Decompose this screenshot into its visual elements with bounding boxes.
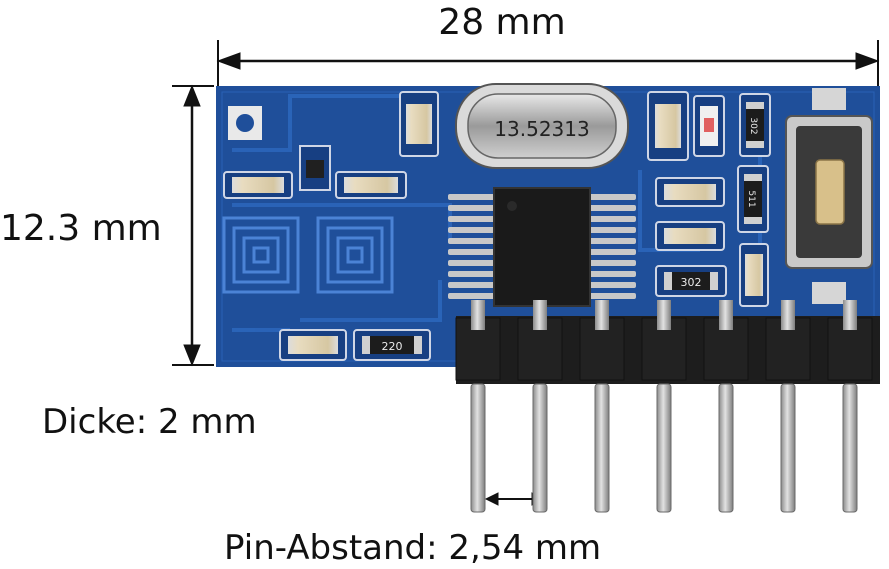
pin-header (455, 300, 880, 513)
thickness-label: Dicke: 2 mm (42, 402, 257, 442)
header-pin-top (843, 300, 857, 330)
crystal-marking: 13.52313 (494, 117, 589, 141)
ic-pin-left (448, 238, 496, 244)
header-pin-top (471, 300, 485, 330)
ic-pin-right (588, 293, 636, 299)
width-arrow-right-head (855, 52, 880, 70)
resistor-220-label: 220 (382, 340, 403, 353)
pitch-arrow-left-head (484, 492, 499, 506)
antenna-coil-left (222, 216, 300, 294)
header-pin-top (595, 300, 609, 330)
smd-cap-right-4 (739, 243, 769, 307)
ic-pin-left (448, 249, 496, 255)
tactile-button (785, 88, 873, 304)
header-pins (455, 300, 873, 513)
ic-pin-left (448, 216, 496, 222)
height-arrow-top-head (183, 84, 201, 107)
header-pin-leg (718, 383, 734, 513)
crystal-oscillator: 13.52313 (455, 83, 629, 169)
ic-pin-right (588, 282, 636, 288)
ic-pin-left (448, 227, 496, 233)
ic-pin-right (588, 271, 636, 277)
smd-cap-right-2 (655, 177, 725, 207)
height-dimension-label: 12.3 mm (0, 208, 162, 249)
ic-pin-right (588, 249, 636, 255)
ic-pin-right (588, 260, 636, 266)
ic-pin-left (448, 271, 496, 277)
smd-cap-left-1 (223, 171, 293, 199)
ic-pin-right (588, 205, 636, 211)
header-pin-leg (532, 383, 548, 513)
ic-pin-left (448, 282, 496, 288)
smd-cap-right-1 (647, 91, 689, 161)
resistor-220: 220 (353, 329, 431, 361)
ic-pin-left (448, 293, 496, 299)
smd-cap-right-3 (655, 221, 725, 251)
resistor-302-bottom: 302 (655, 265, 727, 297)
ic-pin-right (588, 238, 636, 244)
width-dimension-label: 28 mm (438, 2, 566, 43)
header-pin-top (781, 300, 795, 330)
width-arrow-left-head (216, 52, 241, 70)
resistor-302-top: 302 (739, 93, 771, 157)
ic-pins-left (448, 194, 496, 299)
header-pin-leg (470, 383, 486, 513)
header-pin-leg (594, 383, 610, 513)
header-pin-leg (842, 383, 858, 513)
ic-pins-right (588, 194, 636, 299)
transistor (299, 145, 331, 191)
header-pin-top (719, 300, 733, 330)
smd-cap-top (399, 91, 439, 157)
ic-pin-left (448, 205, 496, 211)
ic-pin-right (588, 216, 636, 222)
smd-cap-bottom-left (279, 329, 347, 361)
ic-pin-right (588, 194, 636, 200)
mounting-hole (236, 114, 254, 132)
ic-pin1-dot (507, 201, 517, 211)
ic-pin-right (588, 227, 636, 233)
header-pin-leg (656, 383, 672, 513)
ic-pin-left (448, 260, 496, 266)
resistor-511: 511 (737, 165, 769, 233)
resistor-302-bottom-label: 302 (681, 276, 702, 289)
smd-cap-left-2 (335, 171, 407, 199)
antenna-coil-right (316, 216, 394, 294)
resistor-302-top-label: 302 (748, 117, 758, 134)
resistor-511-label: 511 (746, 190, 756, 207)
pin-pitch-label: Pin-Abstand: 2,54 mm (224, 528, 602, 568)
height-arrow-bottom-head (183, 344, 201, 367)
led (693, 95, 725, 157)
ic-pin-left (448, 194, 496, 200)
header-pin-top (533, 300, 547, 330)
header-pin-top (657, 300, 671, 330)
header-pin-leg (780, 383, 796, 513)
receiver-ic (448, 187, 636, 307)
